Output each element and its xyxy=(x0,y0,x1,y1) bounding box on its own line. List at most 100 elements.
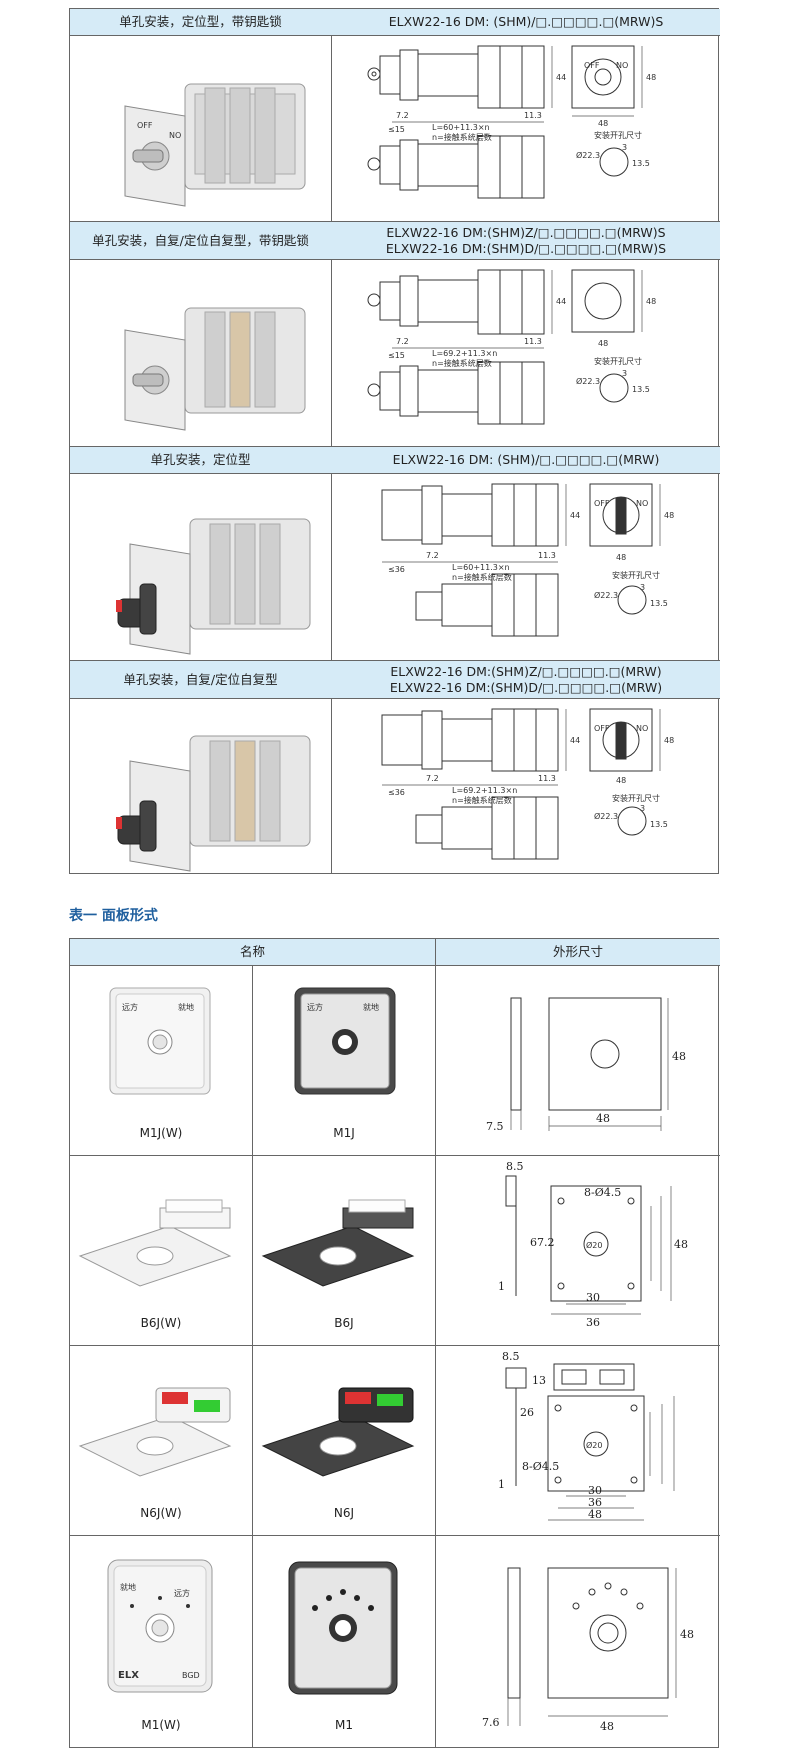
handle-switch-image xyxy=(116,518,311,655)
panel-m1-plain-dimension-drawing: 7.6 48 48 xyxy=(482,1567,694,1733)
handle-switch-return-drawing: 44 48 48 OFF NO 7.2 11.3 ≤36 L=69.2+11.3… xyxy=(381,708,674,860)
svg-text:OFF: OFF xyxy=(584,61,600,70)
svg-text:48: 48 xyxy=(664,511,674,520)
svg-text:13.5: 13.5 xyxy=(650,820,668,829)
row-body-3: 44 48 48 OFF NO 7.2 11.3 ≤36 L=60+11.3×n… xyxy=(70,474,720,661)
svg-text:就地: 就地 xyxy=(178,1002,194,1012)
svg-text:就地: 就地 xyxy=(120,1582,136,1592)
svg-text:48: 48 xyxy=(596,1112,610,1125)
panel-b6-dimension-drawing: 8.5 8-Ø4.5 67.2 30 36 48 Ø20 1 xyxy=(498,1160,688,1329)
key-switch-return-image xyxy=(124,307,306,431)
svg-text:安装开孔尺寸: 安装开孔尺寸 xyxy=(612,570,660,580)
svg-text:L=69.2+11.3×n: L=69.2+11.3×n xyxy=(432,349,497,358)
svg-text:NO: NO xyxy=(636,499,648,508)
svg-text:48: 48 xyxy=(674,1238,688,1251)
svg-text:26: 26 xyxy=(520,1406,534,1419)
panel-label-n6jw: N6J(W) xyxy=(140,1506,182,1520)
row-model-4b: ELXW22-16 DM:(SHM)D/□.□□□□.□(MRW) xyxy=(389,680,663,695)
svg-text:ELX: ELX xyxy=(118,1670,139,1681)
svg-text:11.3: 11.3 xyxy=(524,337,542,346)
row-header-3: 单孔安装，定位型 ELXW22-16 DM: (SHM)/□.□□□□.□(MR… xyxy=(70,447,720,474)
panel-b6j-image xyxy=(261,1199,415,1287)
svg-text:L=60+11.3×n: L=60+11.3×n xyxy=(432,123,490,132)
svg-text:48: 48 xyxy=(588,1508,602,1521)
svg-text:36: 36 xyxy=(586,1316,600,1329)
panel-m1jw-image: 远方 就地 xyxy=(109,987,211,1095)
section-title: 表一 面板形式 xyxy=(69,908,158,924)
panel-b6jw-image xyxy=(78,1199,232,1287)
svg-text:7.2: 7.2 xyxy=(426,774,439,783)
svg-text:7.6: 7.6 xyxy=(482,1716,500,1729)
svg-text:n=接触系统层数: n=接触系统层数 xyxy=(452,795,512,805)
column-divider-name xyxy=(252,966,253,1747)
key-switch-drawing: 44 48 48 OFF NO 7.2 11.3 ≤15 L=60+11.3×n… xyxy=(367,45,656,199)
row-body-4: 44 48 48 OFF NO 7.2 11.3 ≤36 L=69.2+11.3… xyxy=(70,699,720,875)
svg-text:44: 44 xyxy=(570,511,580,520)
panel-table-header: 名称 外形尺寸 xyxy=(70,939,720,966)
svg-text:44: 44 xyxy=(556,297,566,306)
svg-text:Ø22.3: Ø22.3 xyxy=(576,150,600,160)
panel-label-m1w: M1(W) xyxy=(141,1718,181,1732)
svg-text:48: 48 xyxy=(680,1628,694,1641)
row-header-1: 单孔安装，定位型，带钥匙锁 ELXW22-16 DM: (SHM)/□.□□□□… xyxy=(70,9,720,36)
panel-n6jw-image xyxy=(78,1387,232,1477)
svg-text:48: 48 xyxy=(646,73,656,82)
row-model-4a: ELXW22-16 DM:(SHM)Z/□.□□□□.□(MRW) xyxy=(390,664,662,679)
column-divider-main xyxy=(435,939,436,1747)
svg-text:安装开孔尺寸: 安装开孔尺寸 xyxy=(594,356,642,366)
header-size: 外形尺寸 xyxy=(552,944,603,959)
svg-text:1: 1 xyxy=(498,1478,505,1491)
svg-text:3: 3 xyxy=(640,804,645,813)
svg-text:3: 3 xyxy=(622,369,627,378)
svg-text:67.2: 67.2 xyxy=(530,1236,555,1249)
row-title-2: 单孔安装，自复/定位自复型，带钥匙锁 xyxy=(92,232,309,248)
row-title-3: 单孔安装，定位型 xyxy=(150,452,251,467)
svg-text:7.5: 7.5 xyxy=(486,1120,504,1133)
svg-text:Ø22.3: Ø22.3 xyxy=(594,811,618,821)
svg-text:OFF: OFF xyxy=(594,724,610,733)
svg-text:11.3: 11.3 xyxy=(538,774,556,783)
panel-m1-dimension-drawing: 7.5 48 48 xyxy=(486,997,686,1133)
svg-text:11.3: 11.3 xyxy=(538,551,556,560)
panel-m1-image xyxy=(288,1561,398,1695)
svg-text:48: 48 xyxy=(616,553,626,562)
row-model-2b: ELXW22-16 DM:(SHM)D/□.□□□□.□(MRW)S xyxy=(385,241,667,256)
key-switch-image: OFF NO xyxy=(124,83,306,207)
svg-text:≤15: ≤15 xyxy=(388,351,405,360)
panel-row-3: N6J(W) N6J xyxy=(70,1346,720,1536)
row-title-1: 单孔安装，定位型，带钥匙锁 xyxy=(119,14,282,29)
svg-text:48: 48 xyxy=(646,297,656,306)
switch-model-table: 单孔安装，定位型，带钥匙锁 ELXW22-16 DM: (SHM)/□.□□□□… xyxy=(69,8,720,875)
svg-text:8.5: 8.5 xyxy=(506,1160,524,1173)
svg-text:OFF: OFF xyxy=(137,121,153,130)
row-models-2: ELXW22-16 DM:(SHM)Z/□.□□□□.□(MRW)S ELXW2… xyxy=(332,225,720,257)
svg-text:11.3: 11.3 xyxy=(524,111,542,120)
panel-form-table: 名称 外形尺寸 远方 就地 M1J(W) 远方 就地 M1J xyxy=(69,938,720,1748)
panel-m1j-image: 远方 就地 xyxy=(294,987,396,1095)
svg-text:NO: NO xyxy=(616,61,628,70)
panel-row-2: B6J(W) B6J 8.5 xyxy=(70,1156,720,1346)
panel-row-1: 远方 就地 M1J(W) 远方 就地 M1J 7.5 xyxy=(70,966,720,1156)
row-header-4: 单孔安装，自复/定位自复型 ELXW22-16 DM:(SHM)Z/□.□□□□… xyxy=(70,661,720,699)
row-header-2: 单孔安装，自复/定位自复型，带钥匙锁 ELXW22-16 DM:(SHM)Z/□… xyxy=(70,222,720,260)
svg-text:远方: 远方 xyxy=(307,1002,323,1012)
row-models-4: ELXW22-16 DM:(SHM)Z/□.□□□□.□(MRW) ELXW22… xyxy=(332,664,720,696)
row-body-2: 44 48 48 7.2 11.3 ≤15 L=69.2+11.3×n n=接触… xyxy=(70,260,720,447)
handle-switch-drawing: 44 48 48 OFF NO 7.2 11.3 ≤36 L=60+11.3×n… xyxy=(381,483,674,637)
svg-text:BGD: BGD xyxy=(182,1671,200,1680)
row-body-1: OFF NO xyxy=(70,36,720,222)
svg-text:L=60+11.3×n: L=60+11.3×n xyxy=(452,563,510,572)
svg-text:安装开孔尺寸: 安装开孔尺寸 xyxy=(612,793,660,803)
svg-text:48: 48 xyxy=(600,1720,614,1733)
svg-text:44: 44 xyxy=(570,736,580,745)
svg-text:OFF: OFF xyxy=(594,499,610,508)
svg-text:安装开孔尺寸: 安装开孔尺寸 xyxy=(594,130,642,140)
column-divider xyxy=(331,9,332,873)
svg-text:n=接触系统层数: n=接触系统层数 xyxy=(432,132,492,142)
svg-text:远方: 远方 xyxy=(122,1002,138,1012)
svg-text:8-Ø4.5: 8-Ø4.5 xyxy=(584,1186,621,1199)
key-switch-return-drawing: 44 48 48 7.2 11.3 ≤15 L=69.2+11.3×n n=接触… xyxy=(367,269,656,425)
panel-m1w-image: 就地 远方 ELX BGD xyxy=(107,1559,213,1693)
svg-text:48: 48 xyxy=(598,339,608,348)
panel-label-b6j: B6J xyxy=(334,1316,354,1330)
